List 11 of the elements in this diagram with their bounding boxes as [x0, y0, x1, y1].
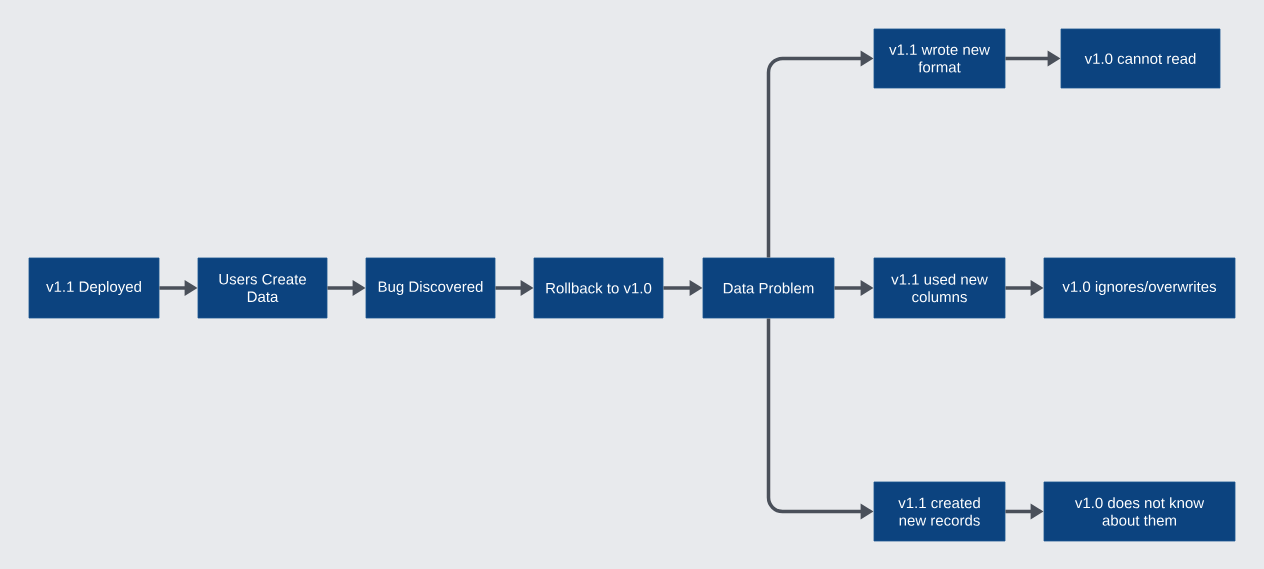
- process-box: Users Create Data: [197, 257, 328, 319]
- process-box: v1.1 wrote new format: [873, 28, 1006, 89]
- process-box: v1.1 created new records: [873, 481, 1006, 542]
- process-box: v1.0 ignores/overwrites: [1043, 257, 1236, 319]
- process-box: v1.0 cannot read: [1060, 28, 1221, 89]
- process-box: v1.1 Deployed: [28, 257, 160, 319]
- process-box: v1.0 does not know about them: [1043, 481, 1236, 542]
- process-box: Bug Discovered: [365, 257, 496, 319]
- process-box: Rollback to v1.0: [533, 257, 664, 319]
- process-box: v1.1 used new columns: [873, 257, 1006, 319]
- process-box: Data Problem: [702, 257, 835, 319]
